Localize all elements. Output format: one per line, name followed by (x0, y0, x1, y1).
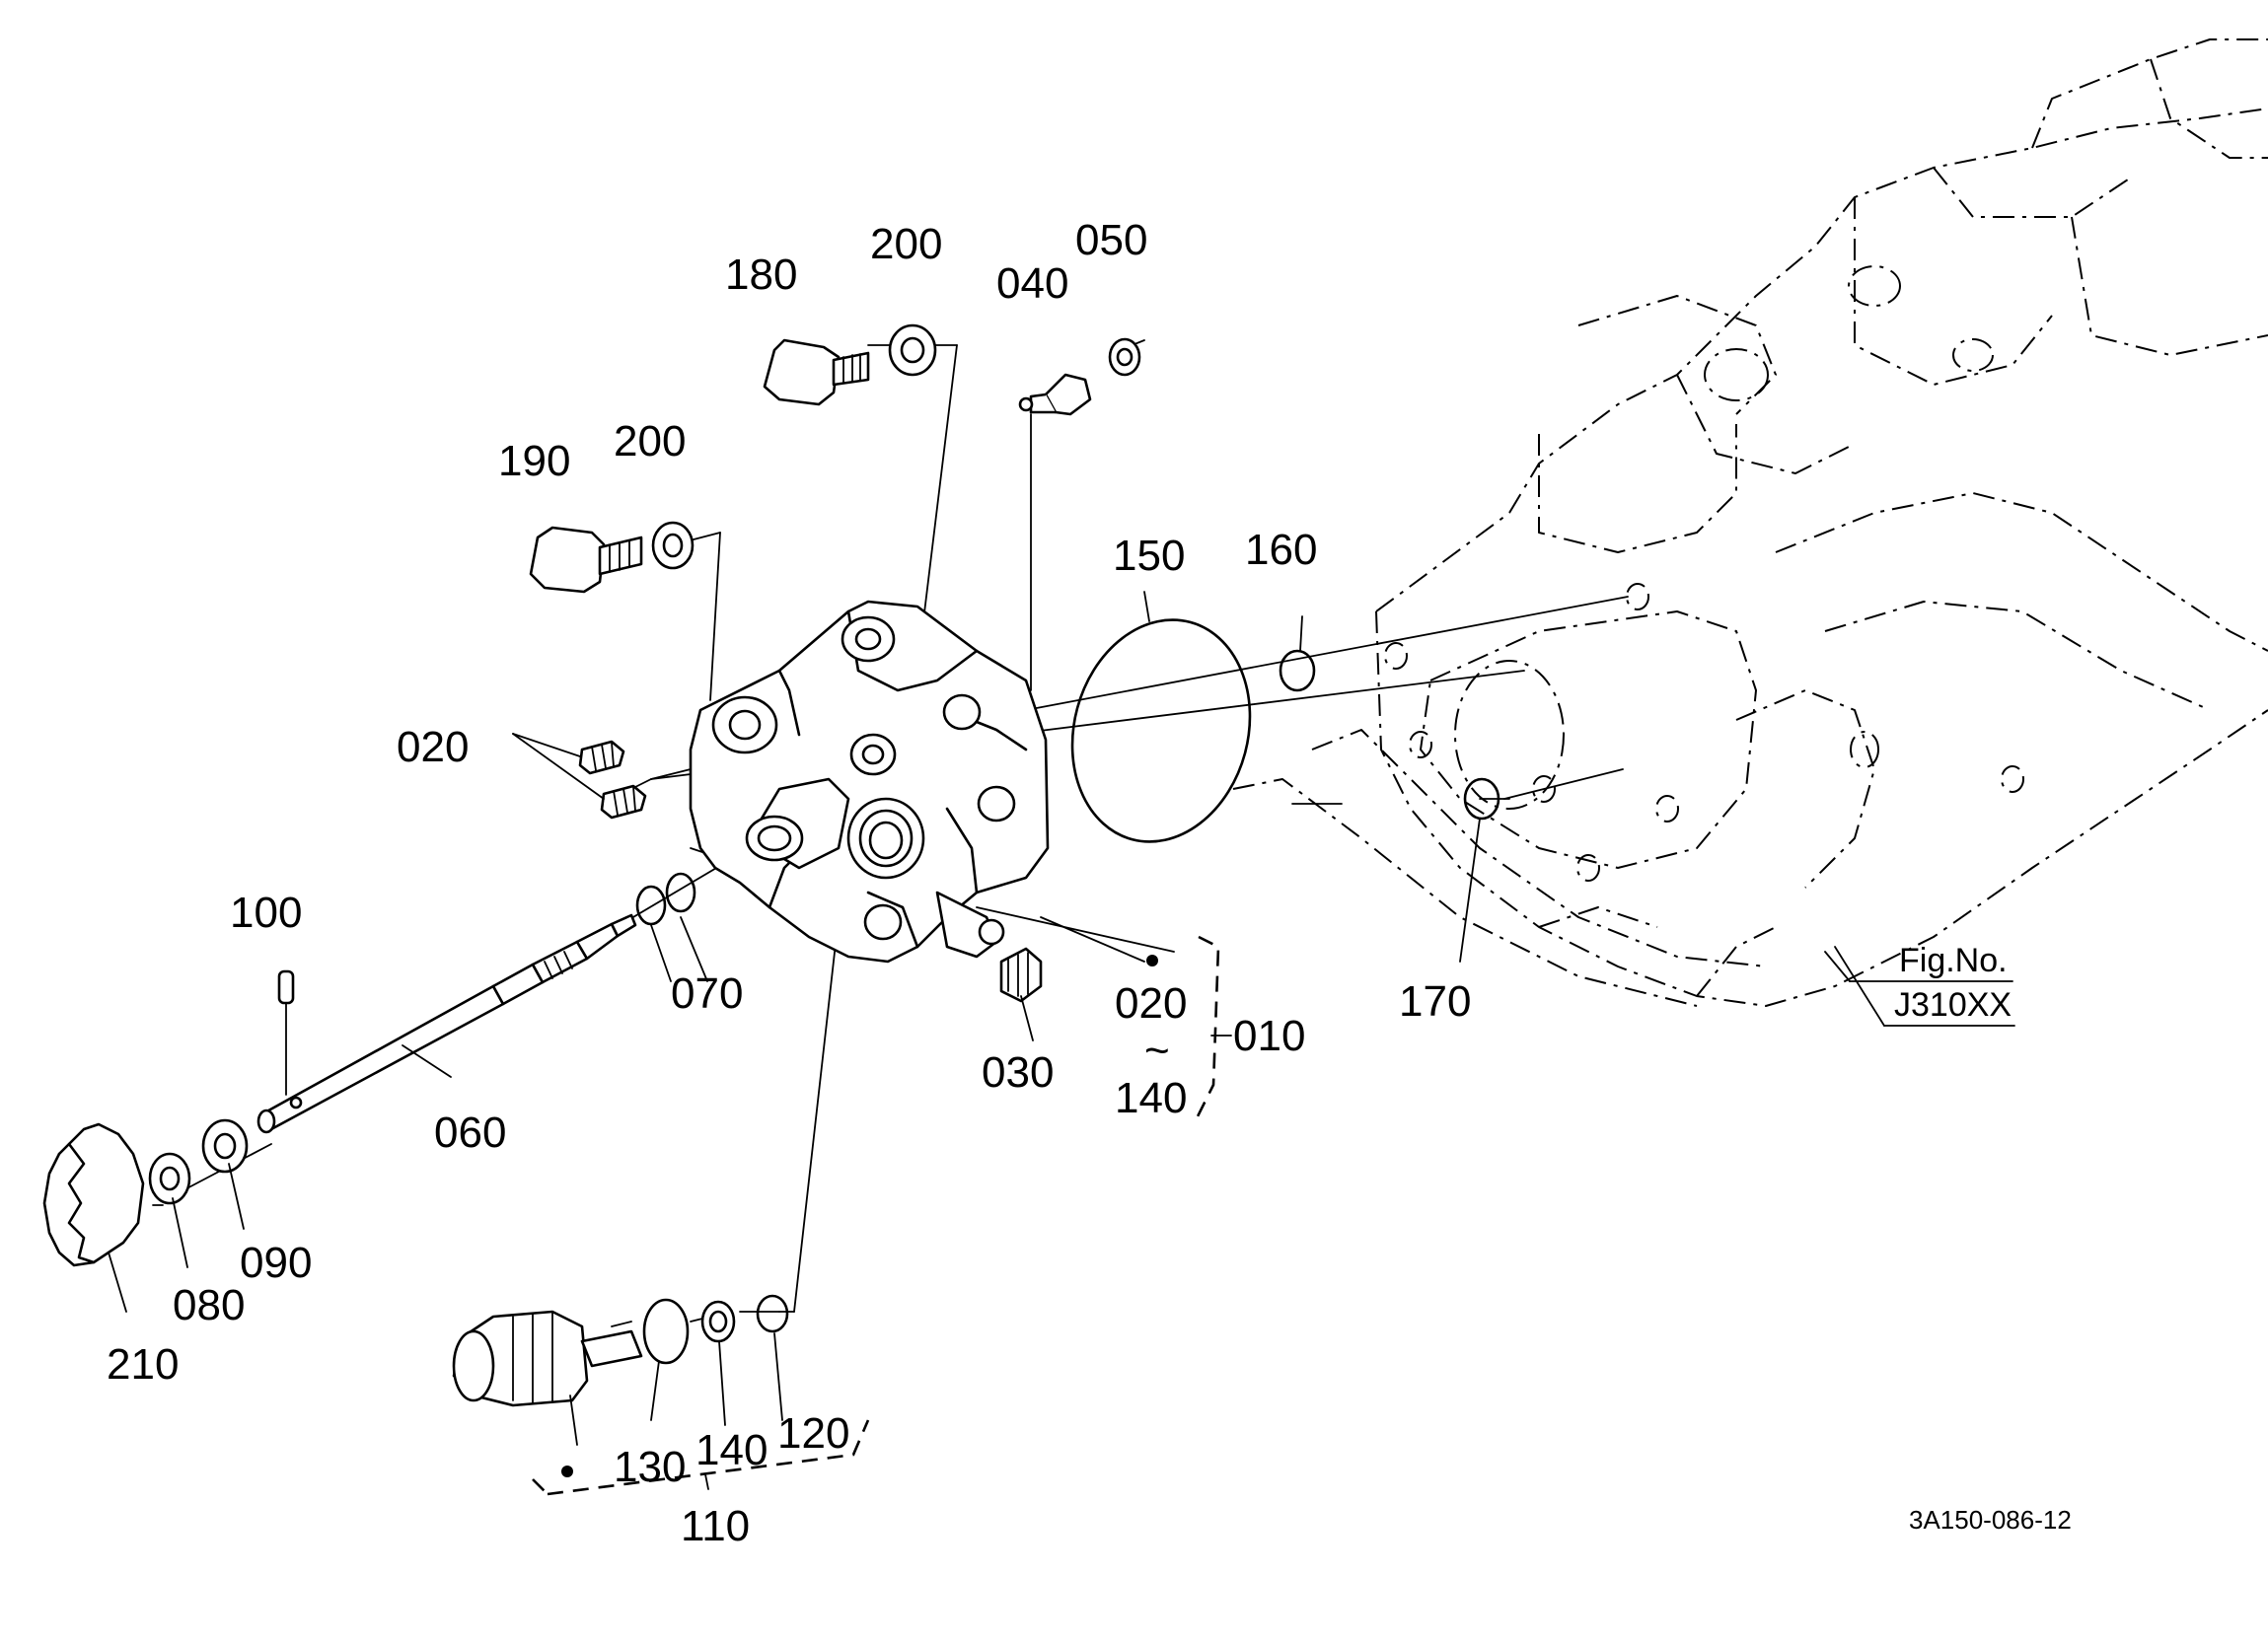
callout-150: 150 (1113, 532, 1185, 580)
callout-030: 030 (982, 1048, 1054, 1097)
bolt-180 (763, 338, 870, 406)
callout-050: 050 (1075, 216, 1147, 264)
callout-120: 120 (777, 1409, 849, 1458)
callout-180: 180 (725, 250, 797, 299)
plunger-110 (452, 1310, 643, 1407)
washer-200-lower (651, 521, 695, 570)
o-ring-150 (1070, 618, 1252, 843)
assembly-010-label: 010 (1233, 1012, 1305, 1060)
washer-050 (1108, 337, 1141, 377)
callout-090: 090 (240, 1239, 312, 1287)
o-ring-170 (1463, 777, 1500, 821)
callout-170: 170 (1399, 977, 1471, 1026)
o-ring-120 (756, 1294, 789, 1333)
nipple-040 (1018, 373, 1092, 416)
o-ring-160 (1279, 649, 1316, 692)
o-rings-070 (635, 872, 696, 926)
callout-020: 020 (397, 723, 469, 771)
callout-140: 140 (695, 1426, 768, 1474)
callout-160: 160 (1245, 526, 1317, 574)
bushing-140 (700, 1300, 736, 1343)
callout-100: 100 (230, 889, 302, 937)
fig-ref-title: Fig.No. (1899, 942, 2008, 979)
shaft-060 (256, 913, 637, 1134)
o-ring-130 (642, 1298, 690, 1365)
callout-labels: 180 200 040 050 190 200 150 160 020 100 … (107, 216, 1471, 1550)
callout-130: 130 (614, 1443, 686, 1491)
callout-060: 060 (434, 1109, 506, 1157)
bolt-190 (529, 526, 643, 594)
plug-030 (999, 947, 1043, 1003)
assembly-010-tilde: ~ (1144, 1027, 1170, 1075)
callout-leaders (108, 591, 1481, 1446)
washer-200-top (888, 323, 937, 377)
pin-100 (277, 969, 295, 1005)
callout-080: 080 (173, 1281, 245, 1329)
assembly-010-to: 140 (1115, 1074, 1187, 1122)
callout-040: 040 (996, 259, 1068, 308)
washer-080 (148, 1152, 191, 1205)
pump-housing (689, 600, 1050, 964)
plugs-020 (578, 740, 647, 820)
assembly-110-dot (561, 1466, 573, 1477)
callout-070: 070 (671, 969, 743, 1018)
callout-190: 190 (498, 437, 570, 485)
assembly-brackets (532, 935, 1232, 1496)
callout-200-top: 200 (870, 220, 942, 268)
knob-210 (42, 1122, 145, 1267)
assembly-010-dot (1146, 955, 1158, 966)
transmission-case-outline (1232, 38, 2268, 1007)
callout-200-lower: 200 (614, 417, 686, 465)
fig-ref-number: J310XX (1894, 986, 2012, 1024)
assembly-010-from: 020 (1115, 979, 1187, 1028)
washer-090 (201, 1118, 249, 1174)
callout-110: 110 (681, 1502, 750, 1550)
callout-210: 210 (107, 1340, 179, 1389)
drawing-code: 3A150-086-12 (1909, 1505, 2072, 1535)
leader-lines (152, 339, 2013, 1327)
figure-reference: Fig.No. J310XX (1834, 942, 2015, 1027)
